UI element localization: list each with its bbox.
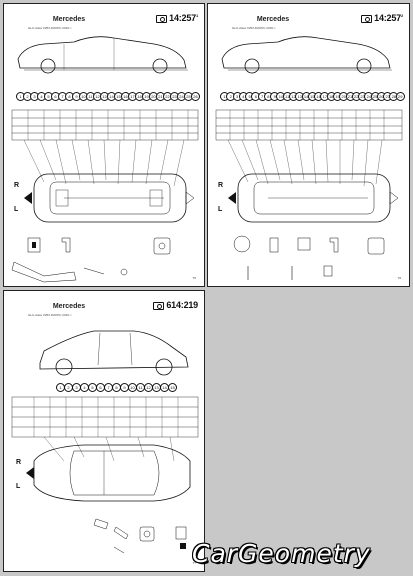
- sheet-code-value: 614:219: [166, 300, 198, 310]
- underbody-diagram: [215, 36, 403, 280]
- diagram-sheet-2: Mercedes GLC-class X253 4MATIC 2015-> 14…: [207, 3, 410, 287]
- page-number: 76: [397, 276, 401, 280]
- camera-icon: [156, 14, 168, 23]
- watermark-text: CarGeometry: [192, 539, 371, 568]
- cargeometry-watermark: CarGeometry: [192, 537, 408, 571]
- side-label-r: R: [14, 182, 20, 189]
- body-diagram: [11, 330, 199, 554]
- underbody-diagram: [11, 36, 199, 283]
- side-label-r: R: [218, 182, 224, 189]
- side-label-l: L: [16, 483, 21, 490]
- sheet-code-value: 14:257: [374, 13, 401, 23]
- diagram-sheet-1: Mercedes GLC-class X253 4MATIC 2015-> 14…: [3, 3, 205, 287]
- diagram-sheet-3: Mercedes GLC-class X253 4MATIC 2015-> 61…: [3, 290, 205, 572]
- sheet-code: 14:2572: [361, 13, 403, 23]
- sheet-subtitle: GLC-class X253 4MATIC 2015->: [28, 313, 72, 317]
- sheet-brand: Mercedes: [52, 303, 86, 310]
- sheet-code-suffix: 1: [195, 13, 198, 18]
- page-number: 75: [192, 276, 196, 280]
- side-label-l: L: [14, 206, 19, 213]
- camera-icon: [361, 14, 373, 23]
- sheet-subtitle: GLC-class X253 4MATIC 2015->: [232, 26, 276, 30]
- side-label-l: L: [218, 206, 223, 213]
- sheet-subtitle: GLC-class X253 4MATIC 2015->: [28, 26, 72, 30]
- page-number: 77: [192, 561, 196, 565]
- sheet-brand: Mercedes: [52, 16, 86, 23]
- side-label-r: R: [16, 459, 22, 466]
- sheet-code-suffix: 2: [400, 13, 403, 18]
- camera-icon: [153, 301, 165, 310]
- sheet-code: 14:2571: [156, 13, 198, 23]
- sheet-brand: Mercedes: [256, 16, 290, 23]
- sheet-code-value: 14:257: [169, 13, 196, 23]
- sheet-code: 614:219: [153, 300, 198, 310]
